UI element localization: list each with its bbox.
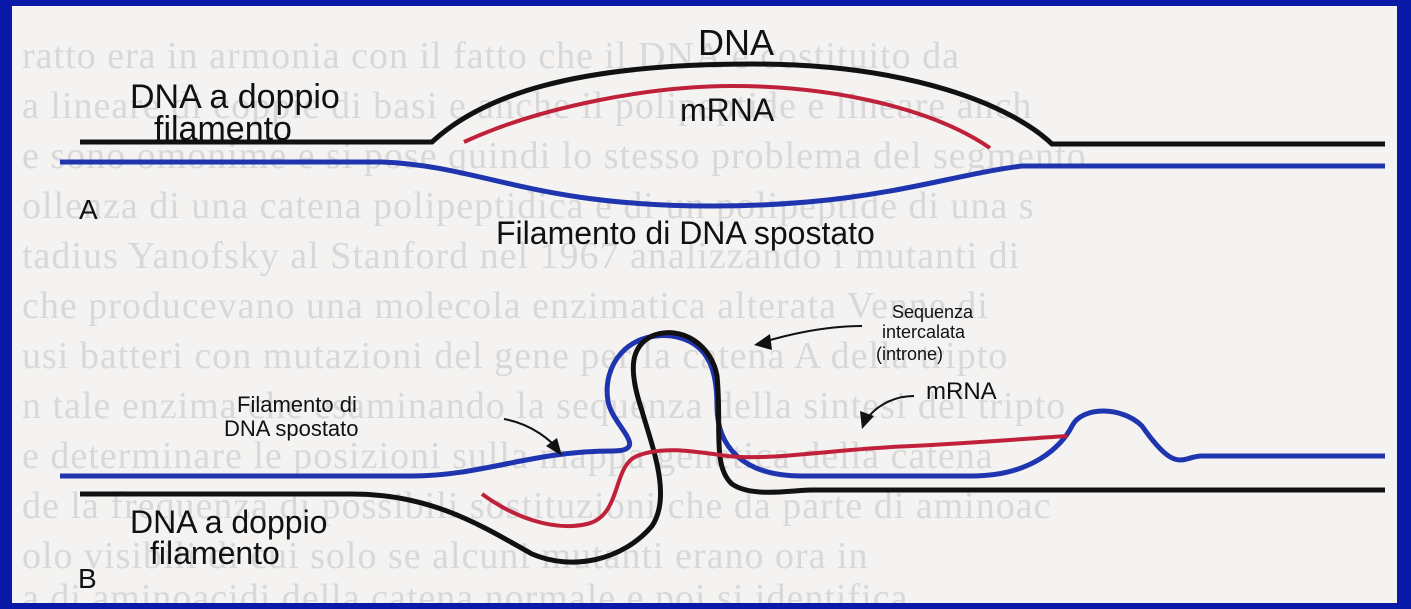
panel-b-intron-label-line3: (introne) — [876, 344, 943, 364]
panel-b: Sequenza intercalata (introne) mRNA Fila… — [60, 302, 1385, 594]
panel-a-double-strand-label-line2: filamento — [154, 110, 292, 148]
panel-a-mrna-label: mRNA — [680, 92, 775, 128]
panel-a-displaced-strand-label: Filamento di DNA spostato — [496, 215, 875, 251]
panel-b-mrna-strand — [482, 436, 1067, 526]
panel-b-double-strand-label-line2: filamento — [150, 535, 280, 571]
panel-a-displaced-strand — [60, 162, 1385, 206]
panel-a: DNA mRNA DNA a doppio filamento A Filame… — [60, 22, 1385, 251]
panel-b-mrna-arrow — [864, 396, 914, 424]
panel-b-letter: B — [78, 563, 97, 594]
slide-figure: ratto era in armonia con il fatto che il… — [12, 6, 1397, 603]
panel-b-displaced-label-line1: Filamento di — [237, 392, 357, 417]
panel-b-intron-label-line1: Sequenza — [892, 302, 974, 322]
panel-b-intron-arrowhead — [754, 334, 772, 350]
diagram-canvas: DNA mRNA DNA a doppio filamento A Filame… — [12, 6, 1397, 603]
panel-b-intron-arrow — [757, 326, 862, 344]
panel-b-mrna-label: mRNA — [926, 378, 997, 405]
panel-a-letter: A — [79, 194, 98, 225]
panel-b-displaced-label-line2: DNA spostato — [224, 416, 359, 441]
panel-a-dna-label: DNA — [698, 22, 774, 63]
panel-b-intron-label-line2: intercalata — [882, 322, 966, 342]
